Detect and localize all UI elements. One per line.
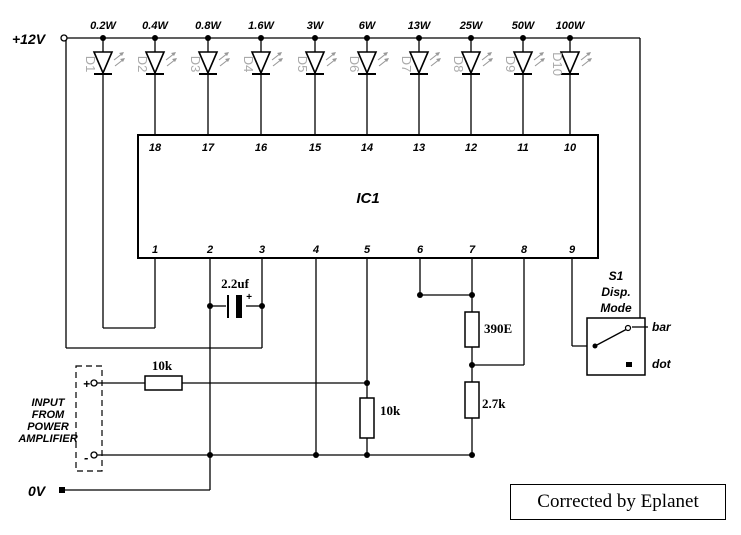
led-ref: D5 <box>295 56 310 73</box>
ic-pin-label: 10 <box>564 142 577 154</box>
ic-pin-label: 9 <box>569 244 576 256</box>
led-wattage: 25W <box>459 20 484 32</box>
diode-symbol <box>559 51 581 76</box>
input-minus: - <box>84 450 88 465</box>
led-ref: D6 <box>347 56 362 73</box>
switch-line3: Mode <box>600 301 632 315</box>
ic-body <box>137 134 599 259</box>
ic-pin-label: 14 <box>361 142 373 154</box>
diode-symbol <box>144 51 166 76</box>
input-connector <box>75 365 103 472</box>
led-wattage: 0.4W <box>142 20 169 32</box>
led-8: 25W D8 <box>451 20 493 135</box>
ic-pin-label: 7 <box>469 244 476 256</box>
ic-pin-label: 4 <box>312 244 319 256</box>
ic-pin-label: 5 <box>364 244 371 256</box>
input-label-1: INPUT <box>32 397 66 409</box>
led-7: 13W D7 <box>399 20 441 135</box>
led-4: 1.6W D4 <box>241 20 283 135</box>
credit-box: Corrected by Eplanet <box>510 484 726 520</box>
ic-pin-label: 12 <box>465 142 477 154</box>
diode-symbol <box>512 51 534 76</box>
led-ref: D2 <box>135 56 150 73</box>
mode-switch <box>586 317 648 376</box>
resistor-390-value: 390E <box>484 321 512 336</box>
capacitor-value: 2.2uf <box>221 276 249 291</box>
resistor-2k7-value: 2.7k <box>482 396 506 411</box>
diode-symbol <box>250 51 272 76</box>
diode-symbol <box>460 51 482 76</box>
resistor-shunt <box>359 397 375 439</box>
led-ref: D4 <box>241 56 256 73</box>
led-ref: D1 <box>83 56 98 73</box>
diode-symbol <box>197 51 219 76</box>
led-10: 100W D10 <box>550 20 592 135</box>
ic-pin-label: 11 <box>517 142 528 154</box>
led-ref: D7 <box>399 56 414 73</box>
capacitor-polarity: + <box>246 292 252 303</box>
input-label-3: POWER <box>27 421 69 433</box>
led-wattage: 13W <box>408 20 432 32</box>
led-wattage: 6W <box>359 20 377 32</box>
switch-line2: Disp. <box>601 285 630 299</box>
ic-pin-label: 8 <box>521 244 528 256</box>
led-wattage: 0.2W <box>90 20 117 32</box>
supply-terminal <box>60 34 68 42</box>
ic-name: IC1 <box>356 190 379 207</box>
ic-pin-label: 6 <box>417 244 424 256</box>
input-label-4: AMPLIFIER <box>17 433 77 445</box>
ic-pin-label: 3 <box>259 244 265 256</box>
ic-pin-label: 1 <box>152 244 158 256</box>
led-ref: D10 <box>550 52 565 76</box>
ic-pin-label: 15 <box>309 142 322 154</box>
led-ref: D3 <box>188 56 203 73</box>
diode-symbol <box>356 51 378 76</box>
diode-symbol <box>304 51 326 76</box>
ic-pin-label: 17 <box>202 142 215 154</box>
ground-label: 0V <box>28 483 47 499</box>
resistor-390 <box>464 311 480 348</box>
led-wattage: 50W <box>512 20 536 32</box>
led-ref: D9 <box>503 56 518 73</box>
diode-symbol <box>408 51 430 76</box>
resistor-2k7 <box>464 381 480 419</box>
ic-pin-label: 13 <box>413 142 425 154</box>
ic-pin-label: 2 <box>206 244 213 256</box>
led-3: 0.8W D3 <box>188 20 230 135</box>
led-5: 3W D5 <box>295 20 337 135</box>
led-2: 0.4W D2 <box>135 20 177 135</box>
led-wattage: 100W <box>556 20 586 32</box>
led-1: 0.2W D1 <box>83 20 125 76</box>
ic-pin-label: 18 <box>149 142 162 154</box>
led-wattage: 1.6W <box>248 20 275 32</box>
switch-dot-label: dot <box>652 357 672 371</box>
led-wattage: 3W <box>307 20 325 32</box>
led-ref: D8 <box>451 56 466 73</box>
led-wattage: 0.8W <box>195 20 222 32</box>
resistor-input-value: 10k <box>152 358 173 373</box>
wires <box>63 37 641 491</box>
led-9: 50W D9 <box>503 20 545 135</box>
switch-ref: S1 <box>609 269 624 283</box>
diode-symbol <box>92 51 114 76</box>
resistor-shunt-value: 10k <box>380 403 401 418</box>
led-6: 6W D6 <box>347 20 389 135</box>
input-label-2: FROM <box>32 409 65 421</box>
junction-dots <box>59 35 573 493</box>
resistor-input <box>144 375 183 391</box>
supply-label: +12V <box>12 31 47 47</box>
input-plus: + <box>83 377 90 391</box>
ic-pin-label: 16 <box>255 142 268 154</box>
capacitor <box>227 295 242 318</box>
switch-bar-label: bar <box>652 320 672 334</box>
led-array: 0.2W D1 0.4W D2 0.8W D3 1.6W D4 3W D5 6W D6 13W D7 25W… <box>83 20 592 135</box>
